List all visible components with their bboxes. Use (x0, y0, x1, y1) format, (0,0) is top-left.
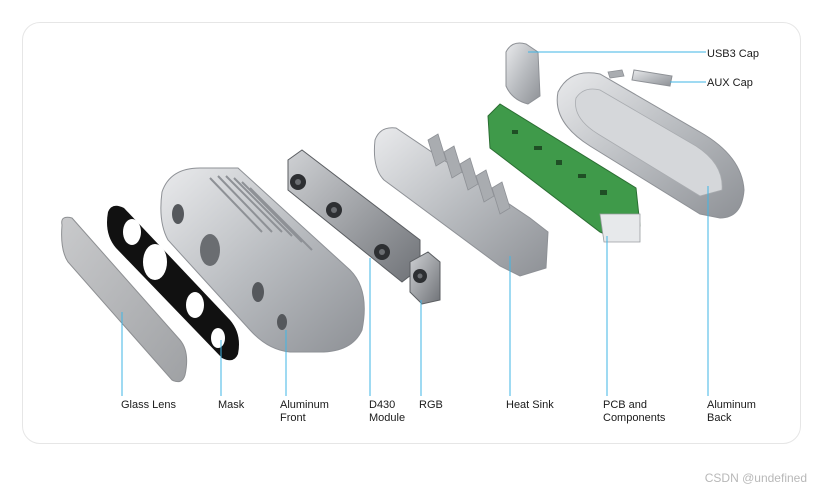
aluminum-back-part (556, 72, 745, 219)
pcb-part (487, 103, 641, 243)
label-glass-lens: Glass Lens (121, 399, 177, 411)
aluminum-front-part (160, 167, 365, 353)
label-aluminum-back-line2: Back (707, 412, 732, 424)
label-aluminum-front-line2: Front (280, 412, 306, 424)
heat-sink-fins (427, 133, 511, 215)
label-d430-line1: D430 (369, 399, 396, 411)
usb3-cap-part (505, 42, 541, 105)
label-usb3-cap: USB3 Cap (707, 48, 759, 60)
label-aux-cap: AUX Cap (707, 77, 753, 89)
label-mask: Mask (218, 399, 245, 411)
glass-lens-part (61, 216, 188, 383)
heat-sink-part (373, 127, 549, 277)
watermark-text: CSDN @undefined (704, 471, 807, 485)
label-heat-sink: Heat Sink (506, 399, 554, 411)
label-aluminum-front-line1: Aluminum (280, 399, 329, 411)
label-d430-line2: Module (369, 412, 406, 424)
label-aluminum-back-line1: Aluminum (707, 399, 756, 411)
front-vent-grille (209, 175, 313, 251)
label-rgb: RGB (419, 399, 443, 411)
label-pcb-line1: PCB and (603, 399, 648, 411)
leader-lines (121, 51, 709, 396)
rgb-module-part (409, 251, 441, 305)
aux-cap-part (607, 69, 673, 87)
label-pcb-line2: Components (603, 412, 666, 424)
